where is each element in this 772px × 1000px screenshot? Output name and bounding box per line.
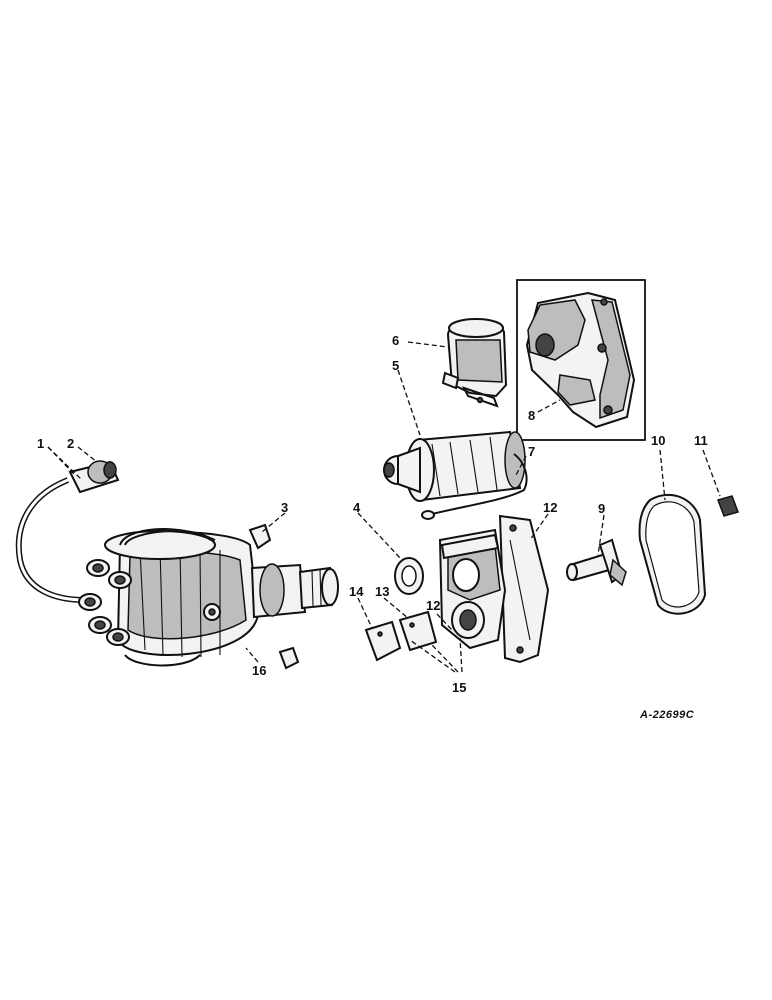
gasket-13-hole [409, 622, 415, 628]
adapter-housing-part-12 [438, 514, 550, 664]
lead-terminal [421, 510, 435, 520]
cover-plate-part-14 [364, 620, 402, 662]
callout-12-lower: 12 [426, 598, 440, 613]
condenser-clamp-part-6 [441, 318, 508, 408]
drive-shaft-part-9 [566, 538, 627, 587]
callout-13: 13 [375, 584, 389, 599]
washer-part-4 [394, 557, 424, 595]
gasket-part-10-inner [645, 501, 700, 608]
callout-9: 9 [598, 501, 605, 516]
retainer-clip [278, 646, 300, 670]
callout-2: 2 [67, 436, 74, 451]
condenser-lead-part-7 [431, 453, 528, 515]
callout-8: 8 [528, 408, 535, 423]
mounting-bracket-part-8 [525, 291, 636, 429]
callout-6: 6 [392, 333, 399, 348]
key-part-11 [717, 495, 739, 517]
condenser-part-5 [383, 430, 526, 502]
callout-1: 1 [37, 436, 44, 451]
callout-16: 16 [252, 663, 266, 678]
part-8-inset-frame [516, 279, 646, 441]
callout-5: 5 [392, 358, 399, 373]
callout-11: 11 [694, 433, 708, 448]
callout-3: 3 [281, 500, 288, 515]
clip-part-3 [248, 523, 272, 550]
callout-14: 14 [349, 584, 364, 599]
callout-10: 10 [651, 433, 665, 448]
distributor-housing-part-16 [15, 460, 339, 667]
callout-12-upper: 12 [543, 500, 557, 515]
plate-14-hole [377, 631, 383, 637]
callout-15: 15 [452, 680, 466, 695]
reference-number: A-22699C [639, 709, 695, 721]
callout-4: 4 [353, 500, 361, 515]
callout-7: 7 [528, 444, 535, 459]
gasket-part-13 [398, 610, 438, 652]
